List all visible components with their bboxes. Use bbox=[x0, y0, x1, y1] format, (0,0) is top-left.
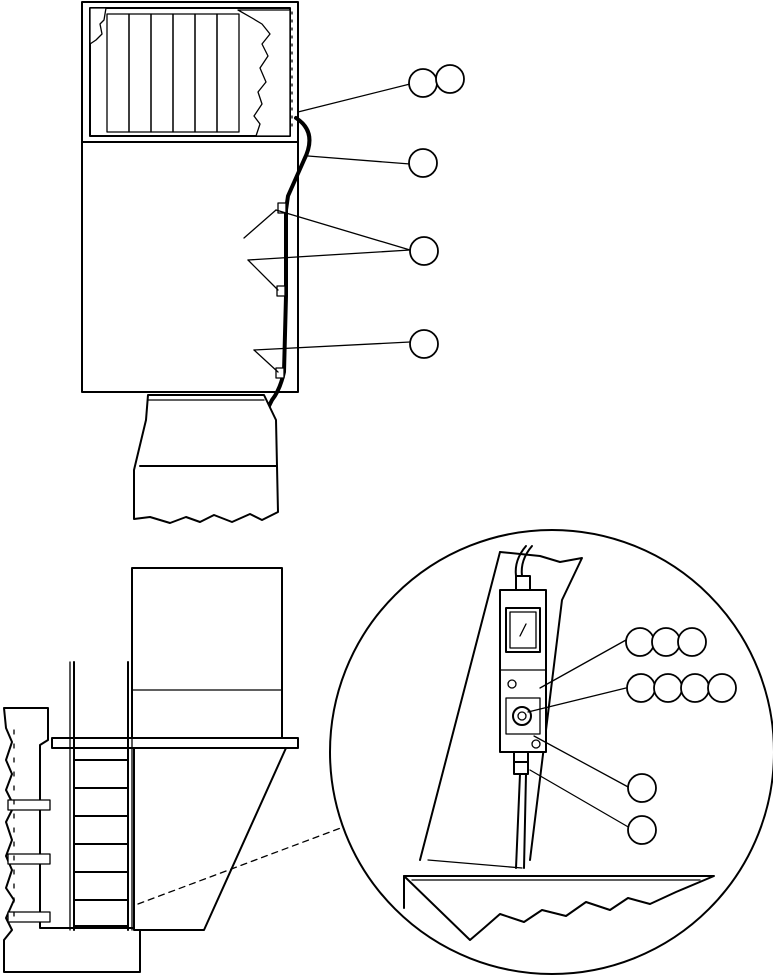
building-wall bbox=[3, 707, 141, 973]
detail-leader-lines bbox=[527, 639, 631, 829]
clamp-3 bbox=[275, 367, 285, 379]
tower-upper bbox=[131, 567, 283, 739]
upper-leader-lines bbox=[243, 83, 411, 373]
callout-cable-clamps bbox=[409, 236, 439, 266]
access-ladder bbox=[69, 661, 133, 931]
callout-cable-end bbox=[627, 815, 657, 845]
lower-tower-view bbox=[3, 567, 347, 973]
callout-connector bbox=[627, 773, 657, 803]
clamp-2 bbox=[276, 285, 286, 297]
detail-magnified-view bbox=[329, 529, 773, 975]
detail-pointer bbox=[137, 825, 347, 905]
platform-deck bbox=[51, 737, 299, 749]
radiator-fins bbox=[106, 13, 240, 133]
switch-knob bbox=[512, 706, 532, 726]
float-switch-box bbox=[499, 589, 547, 753]
clamp-1 bbox=[277, 202, 287, 214]
callout-cab-harness-pair bbox=[408, 64, 465, 98]
callout-harness-cable bbox=[408, 148, 438, 178]
callout-lower-clamp bbox=[409, 329, 439, 359]
callout-switch-group-a bbox=[625, 627, 707, 657]
wiring-harness bbox=[264, 116, 312, 414]
callout-switch-group-b bbox=[626, 673, 737, 703]
upper-cabinet-view bbox=[81, 1, 312, 524]
hopper bbox=[133, 747, 287, 931]
lower-duct bbox=[133, 394, 279, 524]
